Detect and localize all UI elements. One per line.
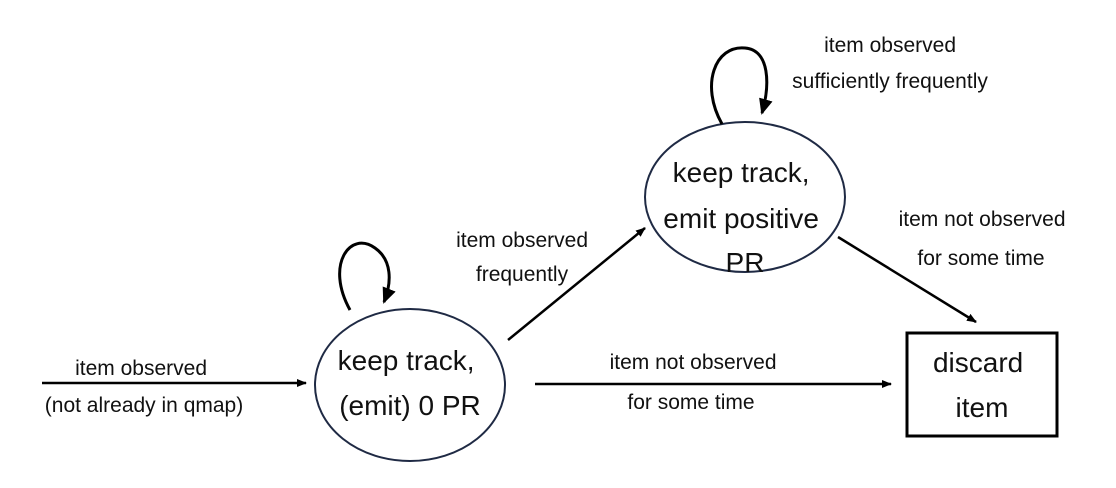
zero-to-positive-label: item observed frequently xyxy=(456,229,594,286)
state-discard-label: discard item xyxy=(933,347,1031,423)
arrow-positive-to-discard xyxy=(837,235,977,324)
arrow-zero-to-positive xyxy=(507,227,646,341)
self-loop-positive-pr xyxy=(710,46,773,125)
state-zero-pr-label: keep track, (emit) 0 PR xyxy=(338,345,483,421)
state-discard xyxy=(905,331,1059,438)
state-positive-pr xyxy=(644,121,846,273)
state-positive-pr-label: keep track, emit positive PR xyxy=(663,157,826,278)
entry-label: item observed (not already in qmap) xyxy=(45,357,243,417)
state-zero-pr xyxy=(314,308,506,462)
zero-to-discard-label: item not observed for some time xyxy=(610,351,783,414)
positive-self-label: item observed sufficiently frequently xyxy=(792,34,988,93)
positive-to-discard-label: item not observed for some time xyxy=(899,208,1072,270)
self-loop-zero-pr xyxy=(338,241,396,311)
